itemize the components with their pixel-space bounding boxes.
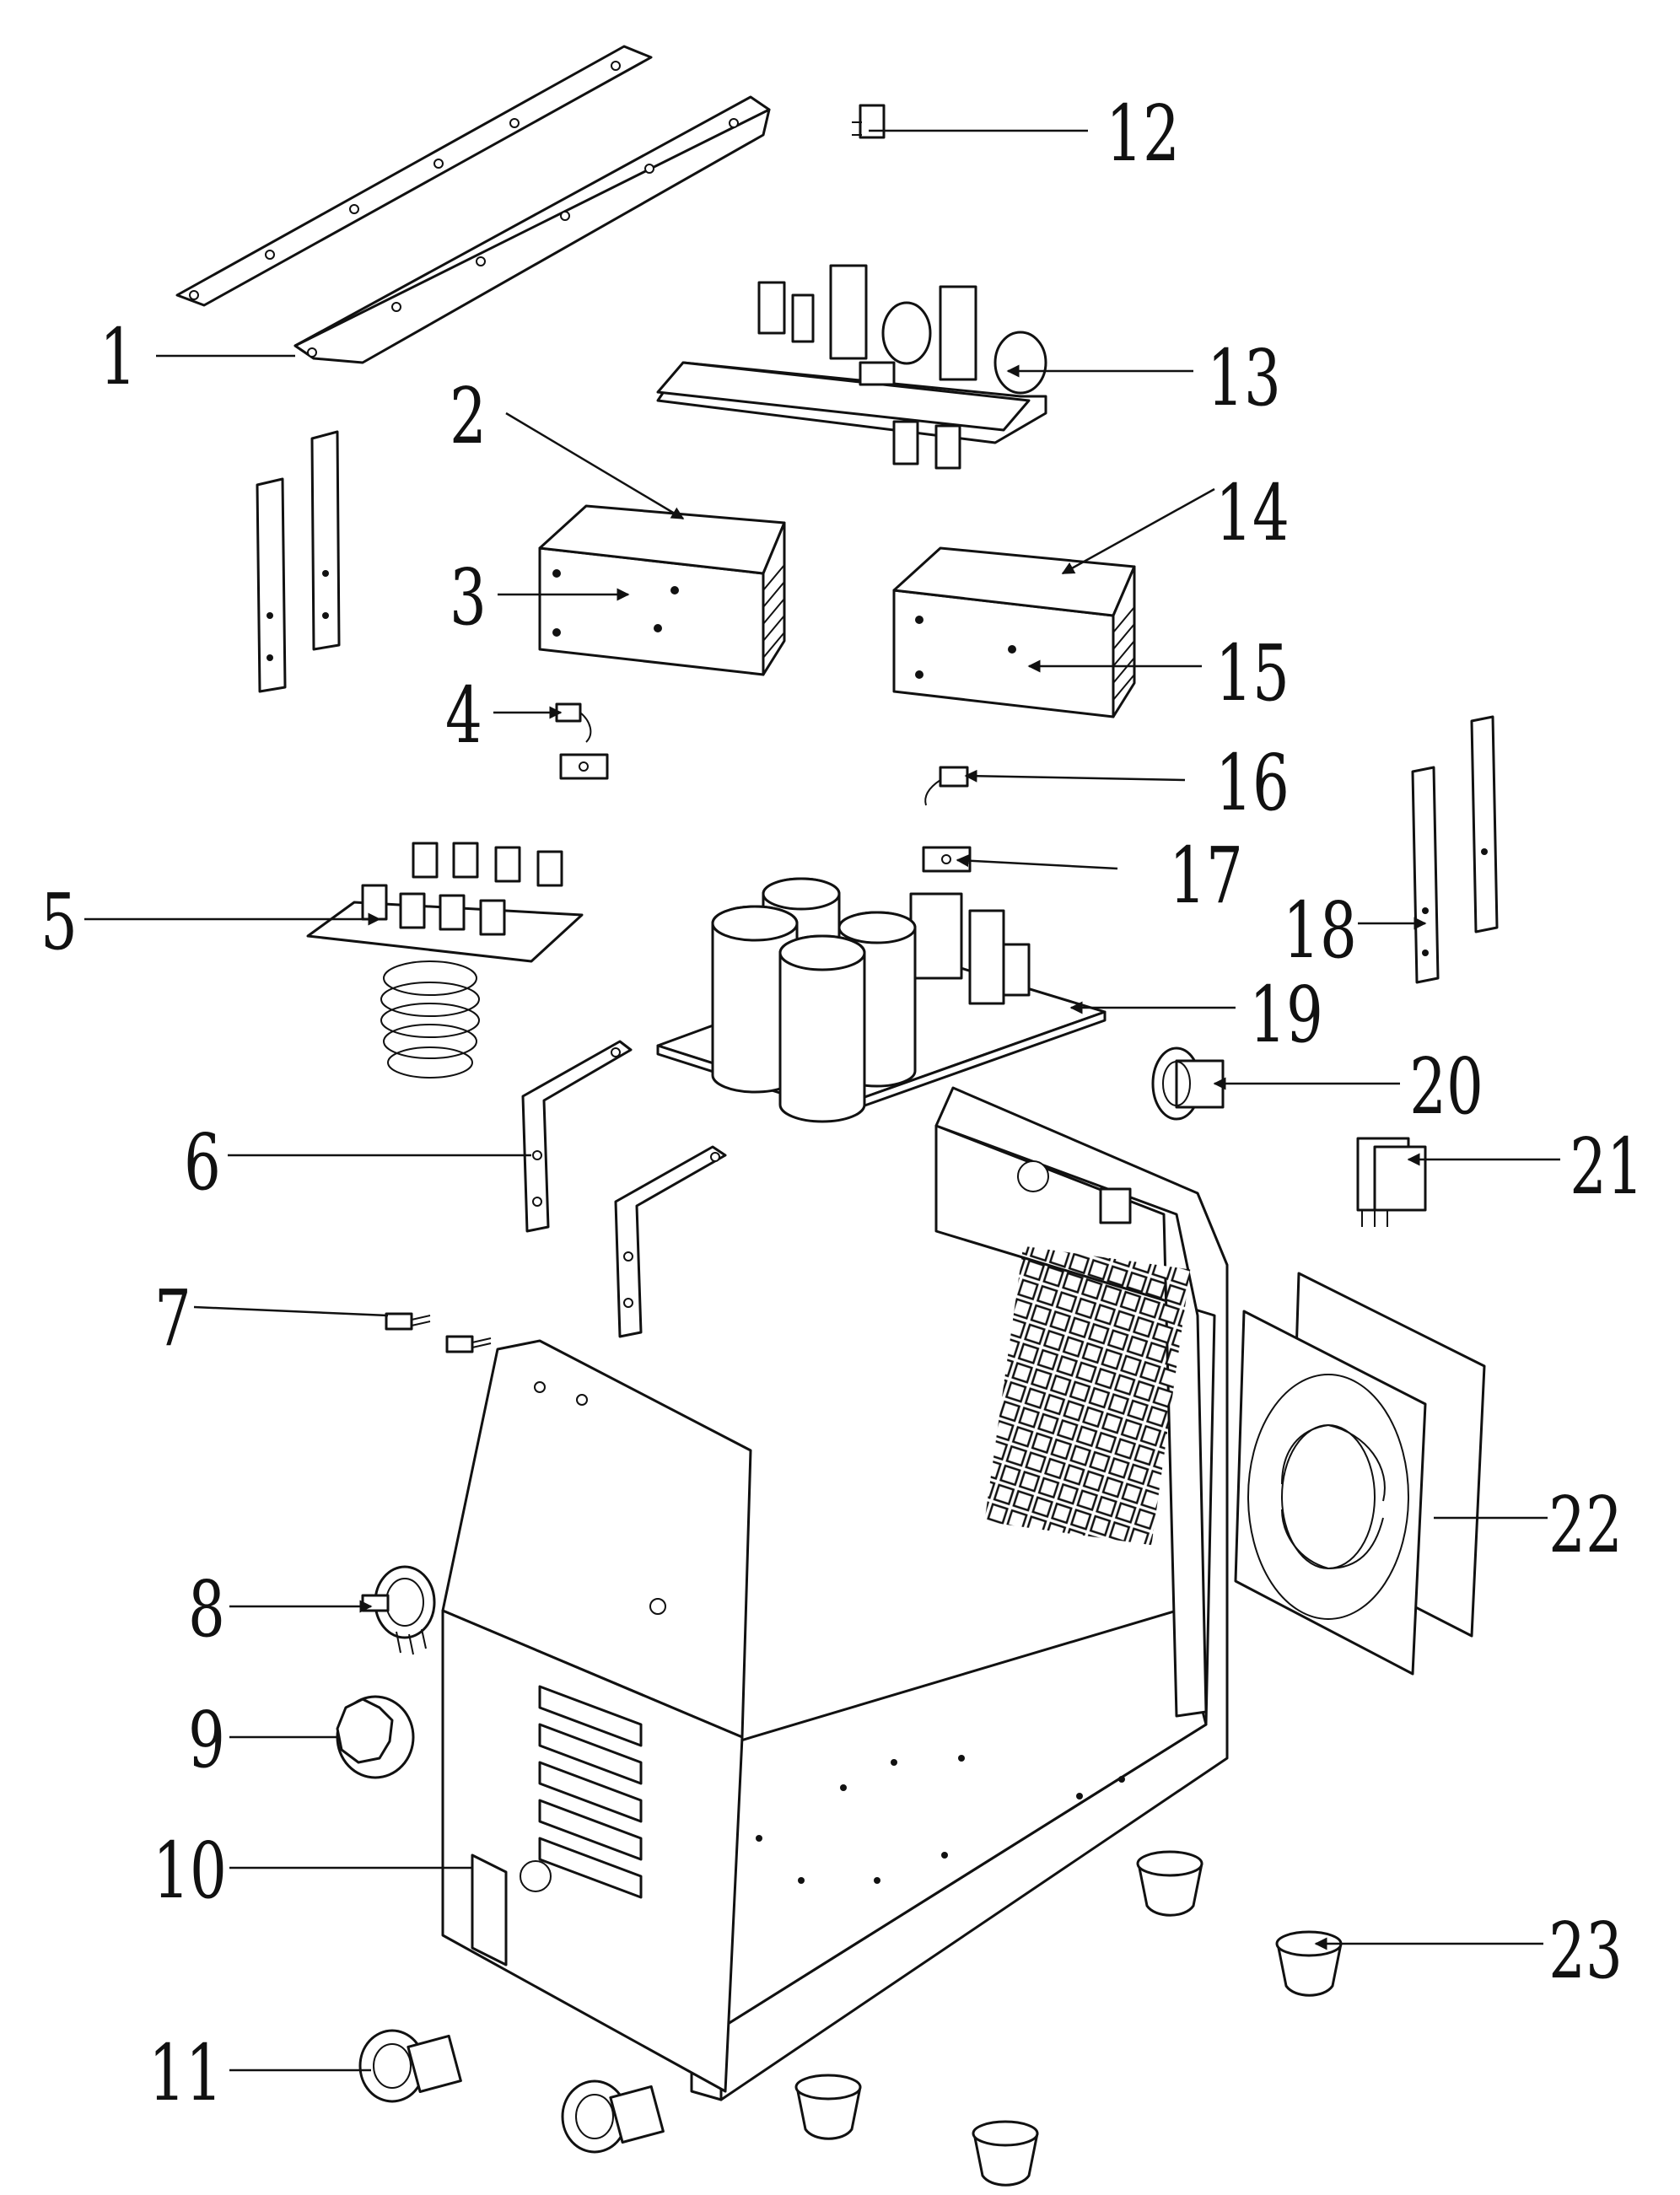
callout-11: 11 [148, 2029, 223, 2118]
capacitor-board-part [656, 877, 1107, 1123]
control-pcb-part [656, 264, 1047, 470]
callout-23: 23 [1548, 1907, 1623, 1996]
callout-20: 20 [1409, 1042, 1483, 1132]
sensor-clip-part [922, 766, 972, 873]
callout-16: 16 [1215, 739, 1290, 828]
chassis-part [441, 1086, 1229, 2101]
potentiometer-part [361, 1565, 436, 1655]
output-terminal-part [358, 2029, 665, 2154]
leader-lines [84, 129, 1560, 2072]
callout-21: 21 [1570, 1122, 1644, 1212]
callout-17: 17 [1169, 831, 1243, 921]
rocker-switch-part [1356, 1137, 1427, 1227]
heatsink-right-part [892, 546, 1136, 718]
rubber-feet-part [794, 1850, 1343, 2187]
thermal-sensor-part [555, 702, 609, 780]
top-rails-part [175, 45, 771, 364]
callout-22: 22 [1548, 1481, 1623, 1570]
callout-5: 5 [40, 878, 78, 967]
callout-15: 15 [1215, 629, 1290, 718]
callout-14: 14 [1215, 469, 1290, 558]
callout-3: 3 [450, 553, 487, 643]
callout-18: 18 [1283, 886, 1357, 976]
callout-2: 2 [450, 372, 487, 461]
right-standoffs-part [1411, 715, 1499, 984]
callout-labels: 1 2 3 4 5 6 7 8 9 10 11 12 13 14 15 16 1… [40, 89, 1644, 2118]
knob-part [336, 1695, 415, 1779]
callout-9: 9 [188, 1696, 225, 1785]
brackets-part [521, 1040, 727, 1338]
cable-gland-part [1151, 1046, 1225, 1121]
rectifier-board-part [306, 842, 584, 1079]
connector-part [852, 104, 886, 139]
heatsink-left-part [538, 504, 786, 676]
screws-part [385, 1312, 492, 1353]
left-standoffs-part [256, 430, 341, 693]
callout-12: 12 [1106, 89, 1180, 179]
callout-19: 19 [1249, 971, 1323, 1060]
fan-part [1234, 1272, 1486, 1676]
callout-1: 1 [100, 313, 137, 402]
callout-8: 8 [188, 1565, 225, 1654]
callout-7: 7 [154, 1274, 191, 1364]
callout-13: 13 [1207, 334, 1281, 423]
callout-6: 6 [184, 1118, 221, 1208]
callout-10: 10 [153, 1826, 227, 1916]
callout-4: 4 [445, 671, 482, 761]
